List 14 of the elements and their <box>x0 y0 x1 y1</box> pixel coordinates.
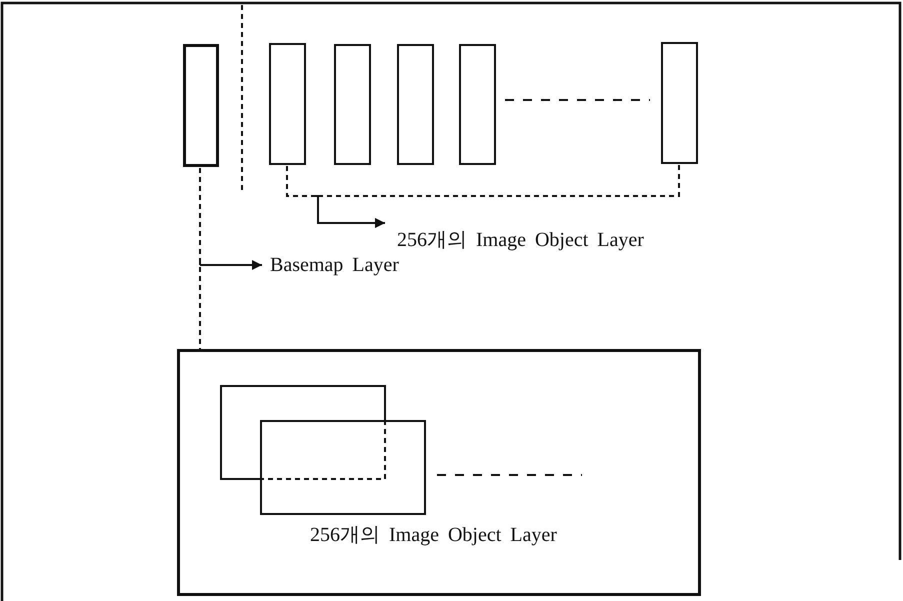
panel-box <box>177 349 701 596</box>
arrow <box>317 165 680 228</box>
layer-box <box>661 42 698 164</box>
layer-box <box>269 43 306 165</box>
label-text: 256개의 Image Object Layer <box>397 229 644 251</box>
layer-box <box>334 44 371 165</box>
caption-text: 256개의 Image Object Layer <box>310 524 557 546</box>
label-text: Basemap Layer <box>270 254 399 276</box>
layer-box <box>220 385 386 480</box>
layer-box <box>459 44 496 165</box>
layer-box <box>183 44 219 167</box>
layer-box <box>260 420 426 515</box>
layer-box <box>397 44 434 165</box>
connector-line <box>199 168 201 349</box>
